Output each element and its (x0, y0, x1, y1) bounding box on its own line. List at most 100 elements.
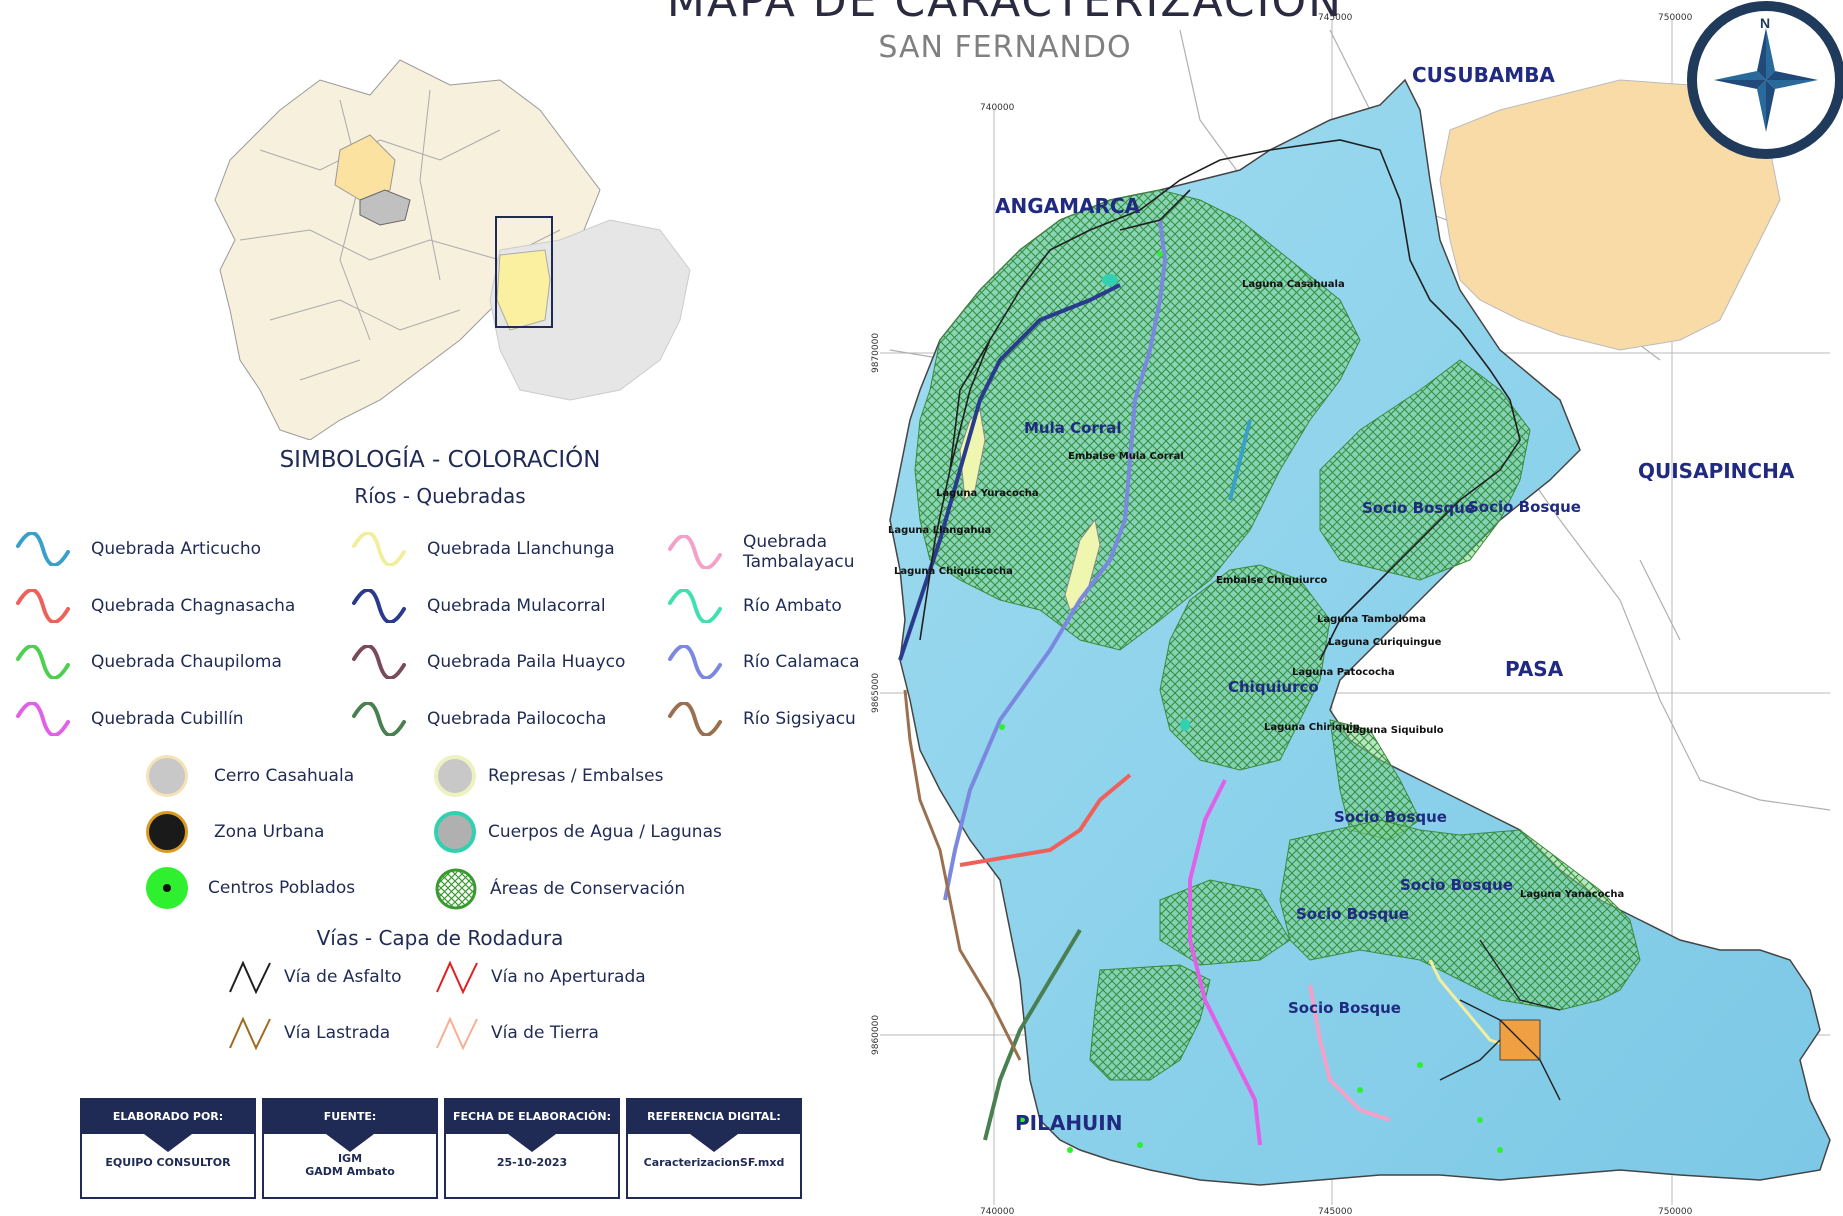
legend-label: Cerro Casahuala (214, 766, 355, 786)
river-swatch (352, 645, 406, 679)
info-value: CaracterizacionSF.mxd (643, 1156, 785, 1169)
river-tambalayacu (1308, 984, 1391, 1122)
river-sigsiyacu (903, 689, 1022, 1061)
map-title: MAPA DE CARACTERIZACIÓN (666, 0, 1344, 27)
legend-label: Centros Poblados (208, 878, 356, 898)
info-value: 25-10-2023 (496, 1156, 568, 1169)
river-calamaca (943, 219, 1168, 901)
legend-label: Río Ambato (743, 596, 842, 616)
feature-label: Laguna Tamboloma (1317, 614, 1426, 625)
river-swatch (668, 535, 722, 569)
river-chagnasacha (959, 773, 1132, 867)
area-label: Socio Bosque (1468, 498, 1581, 516)
grid-label-x: 740000 (980, 1207, 1015, 1216)
grid-label-y: 9860000 (871, 1015, 881, 1055)
river-cubillin (1188, 779, 1262, 1146)
legend-label: Quebrada Cubillín (91, 709, 244, 729)
legend-river-item: Río Ambato (667, 589, 842, 623)
legend-river-item: Quebrada Chagnasacha (15, 589, 295, 623)
legend-label: Represas / Embalses (488, 766, 664, 786)
cerro-symbol (146, 755, 188, 797)
river-swatch (16, 532, 70, 566)
conservation-area (1159, 564, 1331, 771)
info-fuente: FUENTE: IGM GADM Ambato (262, 1098, 438, 1199)
info-elaborado: ELABORADO POR: EQUIPO CONSULTOR (80, 1098, 256, 1199)
area-label: Mula Corral (1024, 419, 1121, 437)
legend-lagunas: Cuerpos de Agua / Lagunas (434, 811, 722, 853)
legend-river-item: Río Calamaca (667, 645, 860, 679)
legend-poblados: Centros Poblados (146, 867, 355, 909)
river-swatch (352, 702, 406, 736)
feature-label: Laguna Chiriquin (1264, 722, 1360, 733)
conservation-area (1319, 359, 1531, 581)
legend-conservacion: Áreas de Conservación (434, 867, 685, 911)
river-swatch (352, 589, 406, 623)
info-value: EQUIPO CONSULTOR (105, 1156, 231, 1169)
area-label: Socio Bosque (1400, 876, 1513, 894)
road-symbol (436, 1016, 478, 1050)
reservoir (959, 408, 986, 502)
info-header: ELABORADO POR: (82, 1100, 254, 1152)
river-swatch (16, 645, 70, 679)
conservation-symbol (435, 868, 477, 910)
settlement-symbol (146, 867, 188, 909)
dam-symbol (434, 755, 476, 797)
river-swatch (16, 702, 70, 736)
urban-roads (1439, 939, 1561, 1101)
water-symbol (434, 811, 476, 853)
legend-road-tierra: Vía de Tierra (435, 1016, 599, 1050)
main-map: 740000 745000 750000 740000 745000 75000… (871, 1, 1843, 1216)
river-swatch (668, 645, 722, 679)
legend-river-item: Quebrada Chaupiloma (15, 645, 282, 679)
settlements (999, 251, 1503, 1153)
legend-road-asfalto: Vía de Asfalto (228, 960, 402, 994)
river-swatch (668, 589, 722, 623)
rivers-heading: Ríos - Quebradas (354, 484, 526, 508)
legend-cerro: Cerro Casahuala (146, 755, 354, 797)
conservation-area (1279, 819, 1641, 1011)
reservoir (1064, 518, 1101, 611)
info-header: REFERENCIA DIGITAL: (628, 1100, 800, 1152)
legend-river-item: Quebrada Articucho (15, 532, 261, 566)
area-label: Socio Bosque (1334, 808, 1447, 826)
legend-river-item: Quebrada Tambalayacu (667, 532, 855, 572)
grid-label-x: 750000 (1658, 1207, 1693, 1216)
legend-represas: Represas / Embalses (434, 755, 663, 797)
legend-river-item: Quebrada Mulacorral (351, 589, 606, 623)
neighbor-label: QUISAPINCHA (1638, 459, 1795, 483)
legend-river-item: Quebrada Pailocochа (351, 702, 606, 736)
info-referencia: REFERENCIA DIGITAL: CaracterizacionSF.mx… (626, 1098, 802, 1199)
legend-river-item: Quebrada Llanchunga (351, 532, 615, 566)
feature-label: Laguna Siquibulo (1346, 725, 1444, 736)
neighbor-label: CUSUBAMBA (1412, 63, 1555, 87)
canton-highlight (359, 189, 411, 226)
river-mulacorral (898, 283, 1121, 661)
feature-label: Laguna Patocochа (1292, 667, 1395, 678)
feature-label: Laguna Yuracocha (936, 488, 1039, 499)
legend-label: Vía de Asfalto (284, 967, 402, 987)
river-swatch (16, 589, 70, 623)
legend-label: Quebrada Pailocochа (427, 709, 607, 729)
inset-frame (495, 216, 553, 328)
province-highlight (334, 134, 396, 201)
conservation-area (1089, 964, 1211, 1081)
legend-label: Quebrada Mulacorral (427, 596, 606, 616)
neighbor-label: ANGAMARCA (995, 194, 1141, 218)
legend-river-item: Río Sigsiyacu (667, 702, 856, 736)
area-label: Chiquiurco (1228, 678, 1319, 696)
legend-label: Áreas de Conservación (490, 879, 686, 899)
road-symbol (436, 960, 478, 994)
grid-label-x: 740000 (980, 103, 1015, 113)
map-subtitle: SAN FERNANDO (878, 30, 1132, 65)
feature-label: Embalse Mula Corral (1068, 451, 1184, 462)
grid-label-x: 745000 (1318, 13, 1353, 23)
conservation-area (914, 189, 1361, 651)
legend-label: Quebrada Tambalayacu (743, 532, 855, 572)
area-label: Socio Bosque (1296, 905, 1409, 923)
legend-label: Quebrada Articucho (91, 539, 262, 559)
info-value: IGM GADM Ambato (305, 1152, 395, 1178)
legend-river-item: Quebrada Cubillín (15, 702, 244, 736)
river-pailocochа (983, 928, 1082, 1141)
grid-label-y: 9865000 (871, 673, 881, 713)
legend-label: Quebrada Chagnasacha (91, 596, 296, 616)
